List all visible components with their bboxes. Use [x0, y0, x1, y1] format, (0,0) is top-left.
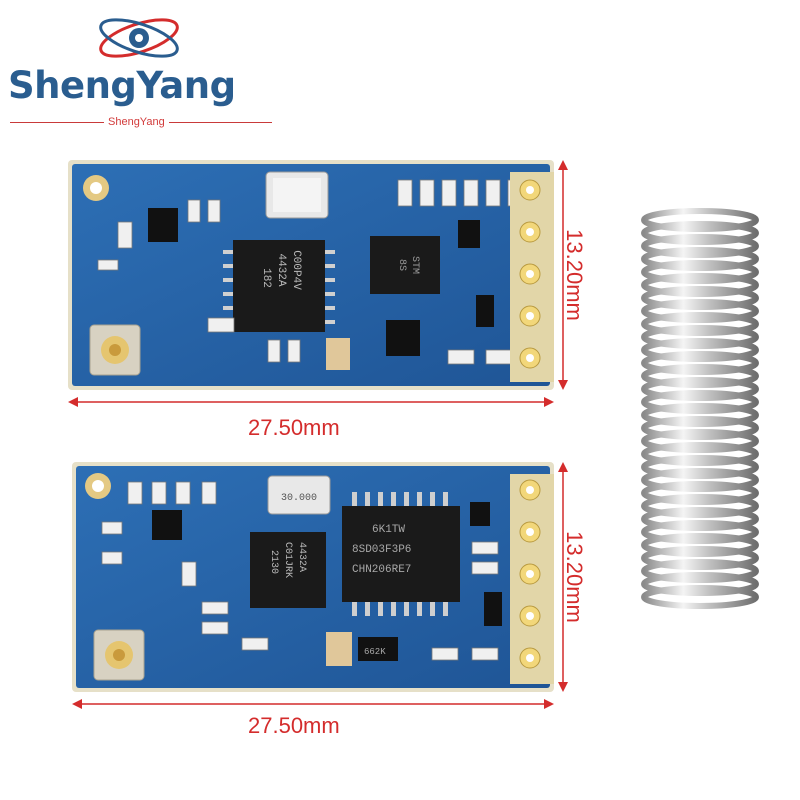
width-label: 27.50mm	[248, 713, 340, 738]
spring-coil	[641, 533, 759, 557]
height-label: 13.20mm	[562, 229, 587, 321]
spring-coil	[641, 286, 759, 310]
main-chip-marking: 4432A	[275, 253, 287, 286]
spring-coil	[641, 559, 759, 583]
spring-coil	[641, 312, 759, 336]
spring-coil	[641, 299, 759, 323]
spring-coil	[641, 455, 759, 479]
spring-coil	[641, 468, 759, 492]
spring-coil	[641, 416, 759, 440]
spring-coil	[641, 221, 759, 245]
spring-coil	[641, 390, 759, 414]
main-chip-marking: C01JRK	[282, 542, 293, 578]
main-chip-marking: C00P4V	[290, 250, 302, 290]
resistor-marking: 662K	[364, 647, 386, 657]
spring-coil	[641, 234, 759, 258]
width-label: 27.50mm	[248, 415, 340, 440]
spring-coil	[641, 351, 759, 375]
rf-module-top: 4432A C00P4V 182 STM 8S	[68, 160, 554, 390]
main-chip-marking: 4432A	[296, 542, 307, 572]
spring-coil	[641, 377, 759, 401]
spring-coil	[641, 507, 759, 531]
spring-coil	[641, 247, 759, 271]
spring-coil	[641, 546, 759, 570]
main-chip-marking: 182	[260, 268, 272, 288]
spring-coil	[641, 208, 759, 232]
spring-coil	[641, 572, 759, 596]
brand-subtitle: ShengYang	[104, 116, 169, 128]
rf-module-bottom: 30.000 4432A C01JRK 2130 6K1TW 8SD03F3P6…	[72, 462, 554, 692]
secondary-chip-marking: CHN206RE7	[352, 564, 411, 576]
spring-coil	[641, 481, 759, 505]
spring-coil	[641, 429, 759, 453]
spring-antenna-icon	[641, 208, 759, 732]
secondary-chip-marking: STM	[409, 256, 420, 274]
spring-coil	[641, 494, 759, 518]
height-arrow	[558, 462, 568, 692]
brand-name: ShengYang	[8, 64, 236, 107]
spring-coil	[641, 364, 759, 388]
secondary-chip-marking: 6K1TW	[372, 524, 405, 536]
height-label: 13.20mm	[562, 531, 587, 623]
height-arrow	[558, 160, 568, 390]
eye-logo-icon	[99, 18, 179, 58]
width-arrow	[68, 397, 554, 407]
secondary-chip-marking: 8S	[396, 259, 407, 271]
spring-coil	[641, 260, 759, 284]
spring-coil	[641, 520, 759, 544]
spring-coil	[641, 338, 759, 362]
secondary-chip-marking: 8SD03F3P6	[352, 544, 411, 556]
brand-logo: ShengYang ShengYang	[0, 0, 290, 135]
spring-coil	[641, 325, 759, 349]
width-arrow	[72, 699, 554, 709]
crystal-marking: 30.000	[281, 493, 317, 504]
spring-coil	[641, 403, 759, 427]
main-chip-marking: 2130	[268, 550, 279, 574]
spring-coil	[641, 273, 759, 297]
spring-coil	[641, 442, 759, 466]
